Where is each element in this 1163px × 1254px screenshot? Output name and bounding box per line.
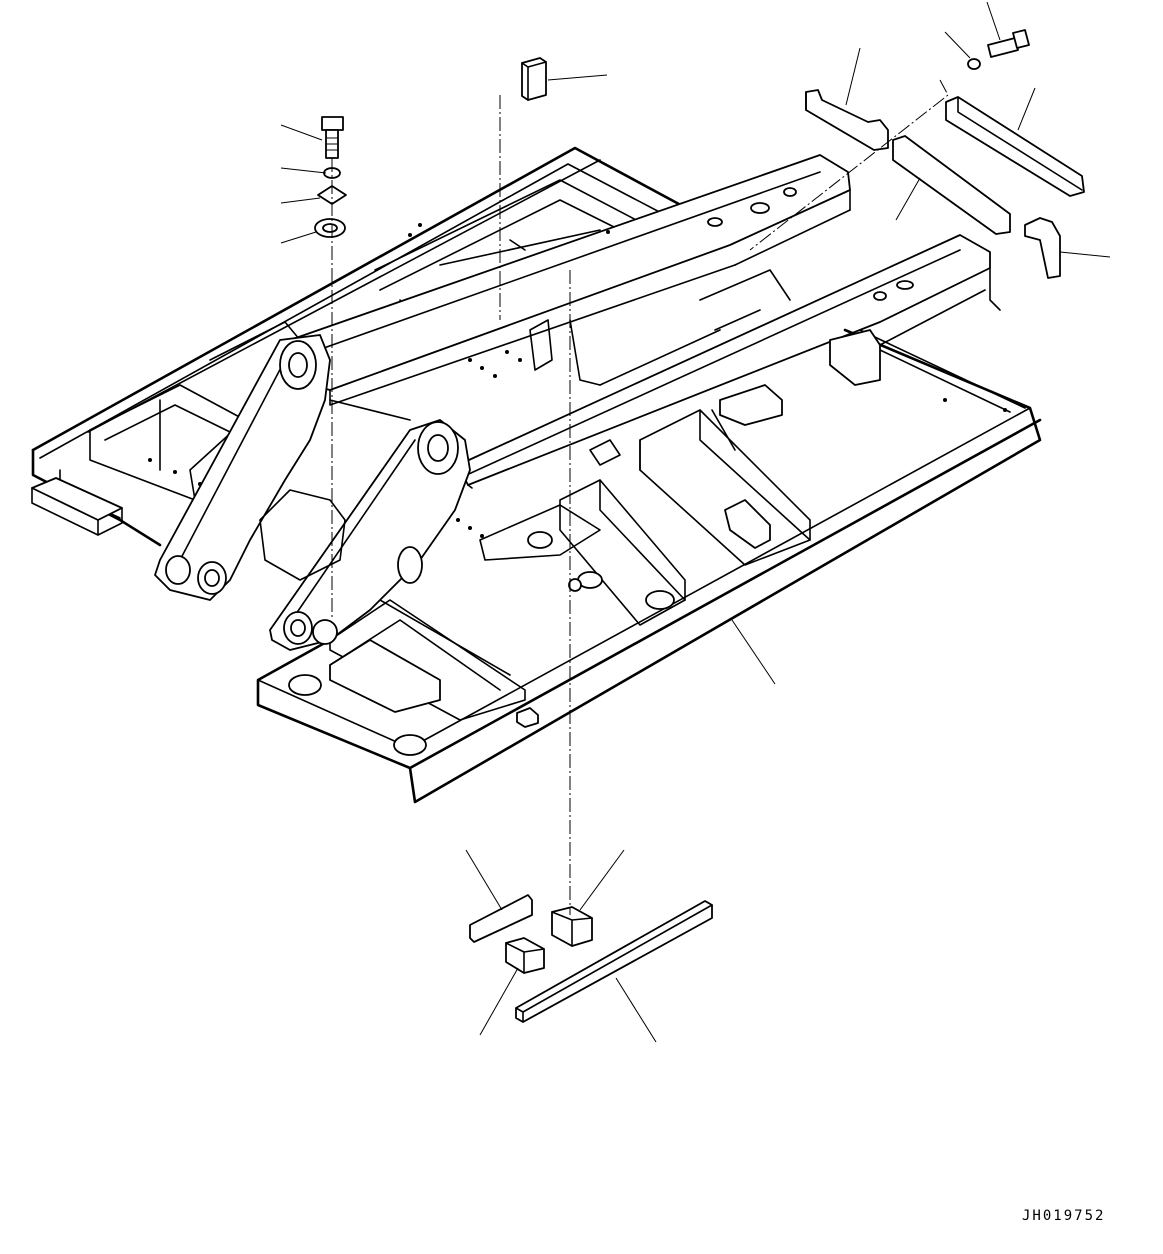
bottom-parts bbox=[469, 894, 713, 1023]
bolt-stack-left bbox=[314, 116, 347, 238]
stopper-block-top bbox=[521, 57, 547, 101]
drawing-code: JH019752 bbox=[1022, 1208, 1106, 1224]
bolt-holes bbox=[148, 223, 1007, 538]
center-lines bbox=[331, 79, 949, 915]
revolving-frame bbox=[31, 146, 1042, 804]
top-right-parts bbox=[805, 29, 1085, 279]
leader-lines bbox=[280, 1, 1111, 1043]
